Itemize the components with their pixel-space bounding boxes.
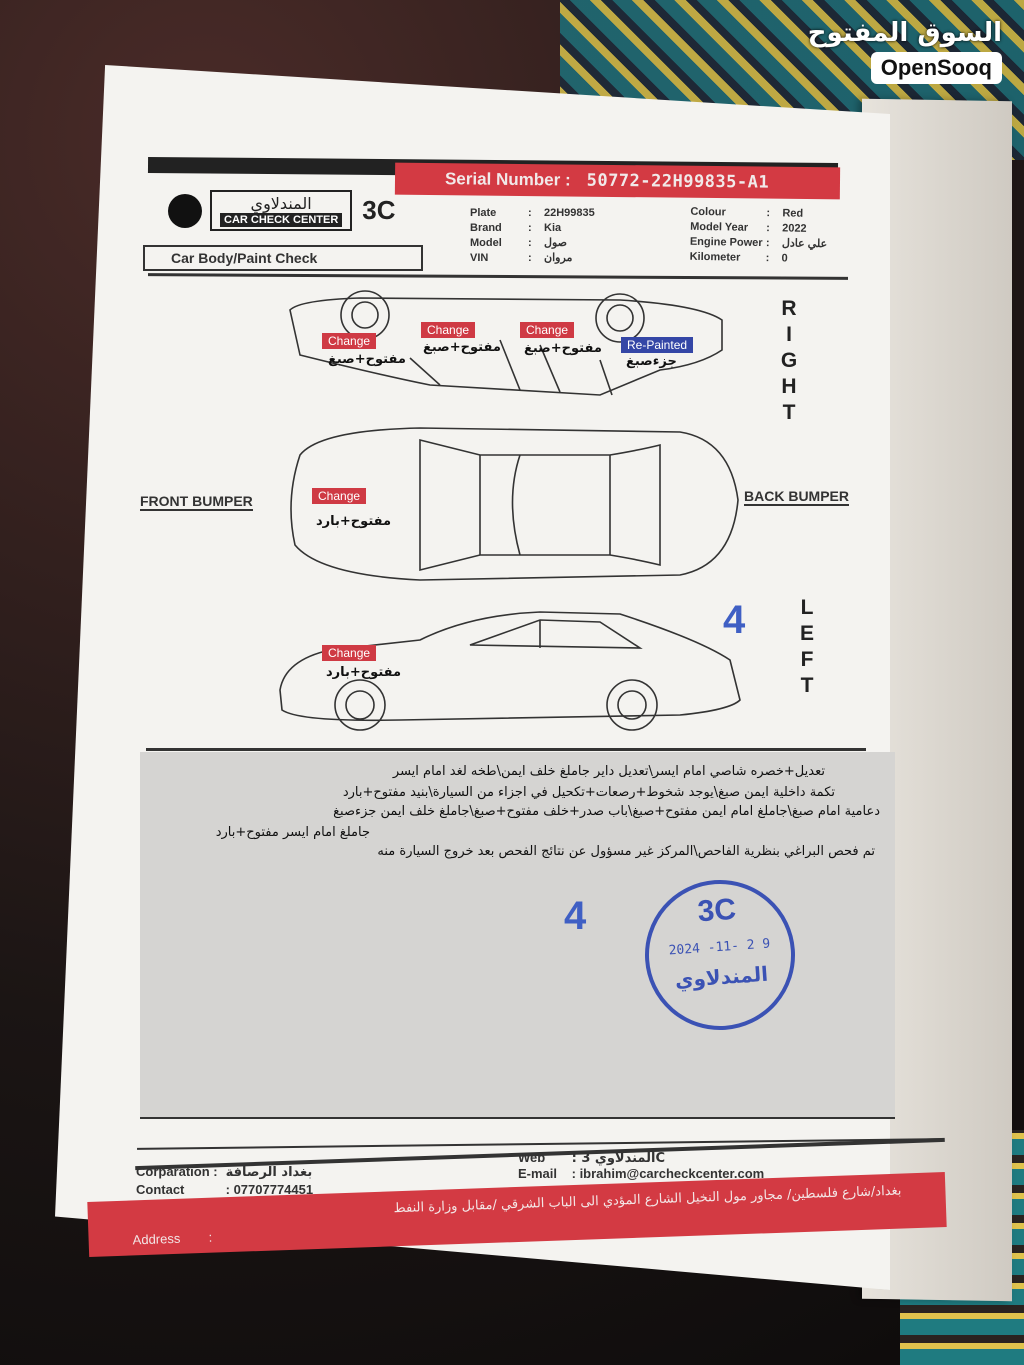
letter: L	[800, 596, 814, 619]
vehicle-info-left: Plate:22H99835 Brand:Kia Model:صول VIN:م…	[470, 206, 595, 266]
contact-value: : 07707774451	[225, 1182, 314, 1197]
remark-line: تعديل+خصره شاصي امام ايسر\تعديل داير جام…	[392, 764, 825, 779]
remark-line: تم فحص البراغي بنظرية الفاحص\المركز غير …	[377, 844, 875, 859]
opensooq-watermark: السوق المفتوح OpenSooq	[808, 18, 1002, 84]
email-value: : ibrahim@carcheckcenter.com	[571, 1166, 765, 1181]
info-row: Model:صول	[470, 237, 568, 249]
address-value: بغداد/شارع فلسطين/ مجاور مول النخيل الشا…	[393, 1183, 902, 1217]
section-title: Car Body/Paint Check	[143, 245, 423, 271]
info-value: 22H99835	[544, 207, 595, 219]
remark-line: دعامية امام صبغ\جاملغ امام ايمن مفتوح+صب…	[333, 804, 880, 819]
damage-tag: Change	[520, 322, 575, 338]
watermark-english: OpenSooq	[870, 52, 1002, 84]
info-key: Plate	[470, 207, 497, 219]
damage-note: جزءصبغ	[626, 354, 677, 369]
damage-tag: Change	[322, 333, 377, 349]
letter: T	[800, 674, 814, 697]
stamp-date: 2024 -11- 2 9	[668, 936, 771, 959]
logo-text-box: المندلاوي CAR CHECK CENTER	[210, 190, 353, 231]
car-top-view-icon	[290, 427, 739, 581]
address-label: Address	[132, 1230, 181, 1248]
letter: I	[786, 323, 792, 346]
contact-row: Contact : 07707774451	[136, 1182, 313, 1197]
info-key: VIN	[470, 252, 489, 264]
logo-emblem-icon	[168, 193, 202, 228]
left-side-label: L E F T	[796, 595, 818, 699]
letter: F	[800, 648, 814, 671]
remarks-divider	[140, 1117, 895, 1119]
info-row: Plate:22H99835	[470, 207, 595, 219]
remarks-box: تعديل+خصره شاصي امام ايسر\تعديل داير جام…	[140, 752, 895, 1117]
address-colon: :	[208, 1229, 213, 1245]
logo-arabic: المندلاوي	[250, 194, 312, 213]
contact-label: Contact	[136, 1182, 185, 1197]
remark-line: جاملغ امام ايسر مفتوح+بارد	[215, 825, 370, 840]
stamp-name: المندلاوي	[674, 961, 769, 993]
front-bumper-label: FRONT BUMPER	[140, 493, 253, 511]
letter: T	[782, 401, 796, 424]
damage-note: مفتوح+صبغ	[423, 340, 501, 355]
info-value: Kia	[544, 222, 562, 234]
info-row: Brand:Kia	[470, 222, 562, 234]
corporation-value: بغداد الرصافة	[225, 1165, 313, 1180]
right-side-label: R I G H T	[778, 296, 800, 426]
email-label: E-mail	[518, 1166, 558, 1181]
info-value: مروان	[544, 252, 573, 264]
damage-note: مفتوح+بارد	[316, 514, 392, 529]
email-row: E-mail : ibrahim@carcheckcenter.com	[518, 1166, 764, 1181]
damage-tag: Change	[421, 322, 476, 338]
letter: G	[780, 349, 798, 372]
letter: E	[799, 622, 814, 645]
info-key: Model	[470, 237, 502, 249]
letter: R	[781, 297, 797, 320]
company-logo: المندلاوي CAR CHECK CENTER 3C	[168, 190, 396, 231]
watermark-arabic: السوق المفتوح	[807, 18, 1002, 48]
logo-english: CAR CHECK CENTER	[220, 213, 343, 227]
logo-mark: 3C	[362, 195, 396, 225]
diagram-divider	[146, 748, 866, 751]
info-key: Brand	[470, 222, 502, 234]
damage-note: مفتوح+صبغ	[524, 341, 602, 356]
web-value: : المندلاوي 3C	[571, 1151, 666, 1166]
handwritten-number: 4	[564, 894, 587, 938]
remark-line: تكمة داخلية ايمن صبغ\يوجد شخوط+رصعات+تكح…	[342, 785, 835, 800]
damage-tag: Re-Painted	[621, 337, 694, 353]
info-row: VIN:مروان	[470, 252, 573, 264]
car-right-side-icon	[289, 290, 723, 396]
info-value: صول	[544, 237, 568, 249]
back-bumper-label: BACK BUMPER	[744, 488, 849, 506]
letter: H	[781, 375, 797, 398]
damage-note: مفتوح+بارد	[326, 665, 402, 680]
damage-note: مفتوح+صبغ	[328, 352, 406, 367]
damage-tag: Change	[312, 488, 367, 504]
handwritten-number: 4	[723, 598, 746, 642]
damage-tag: Change	[322, 645, 377, 661]
